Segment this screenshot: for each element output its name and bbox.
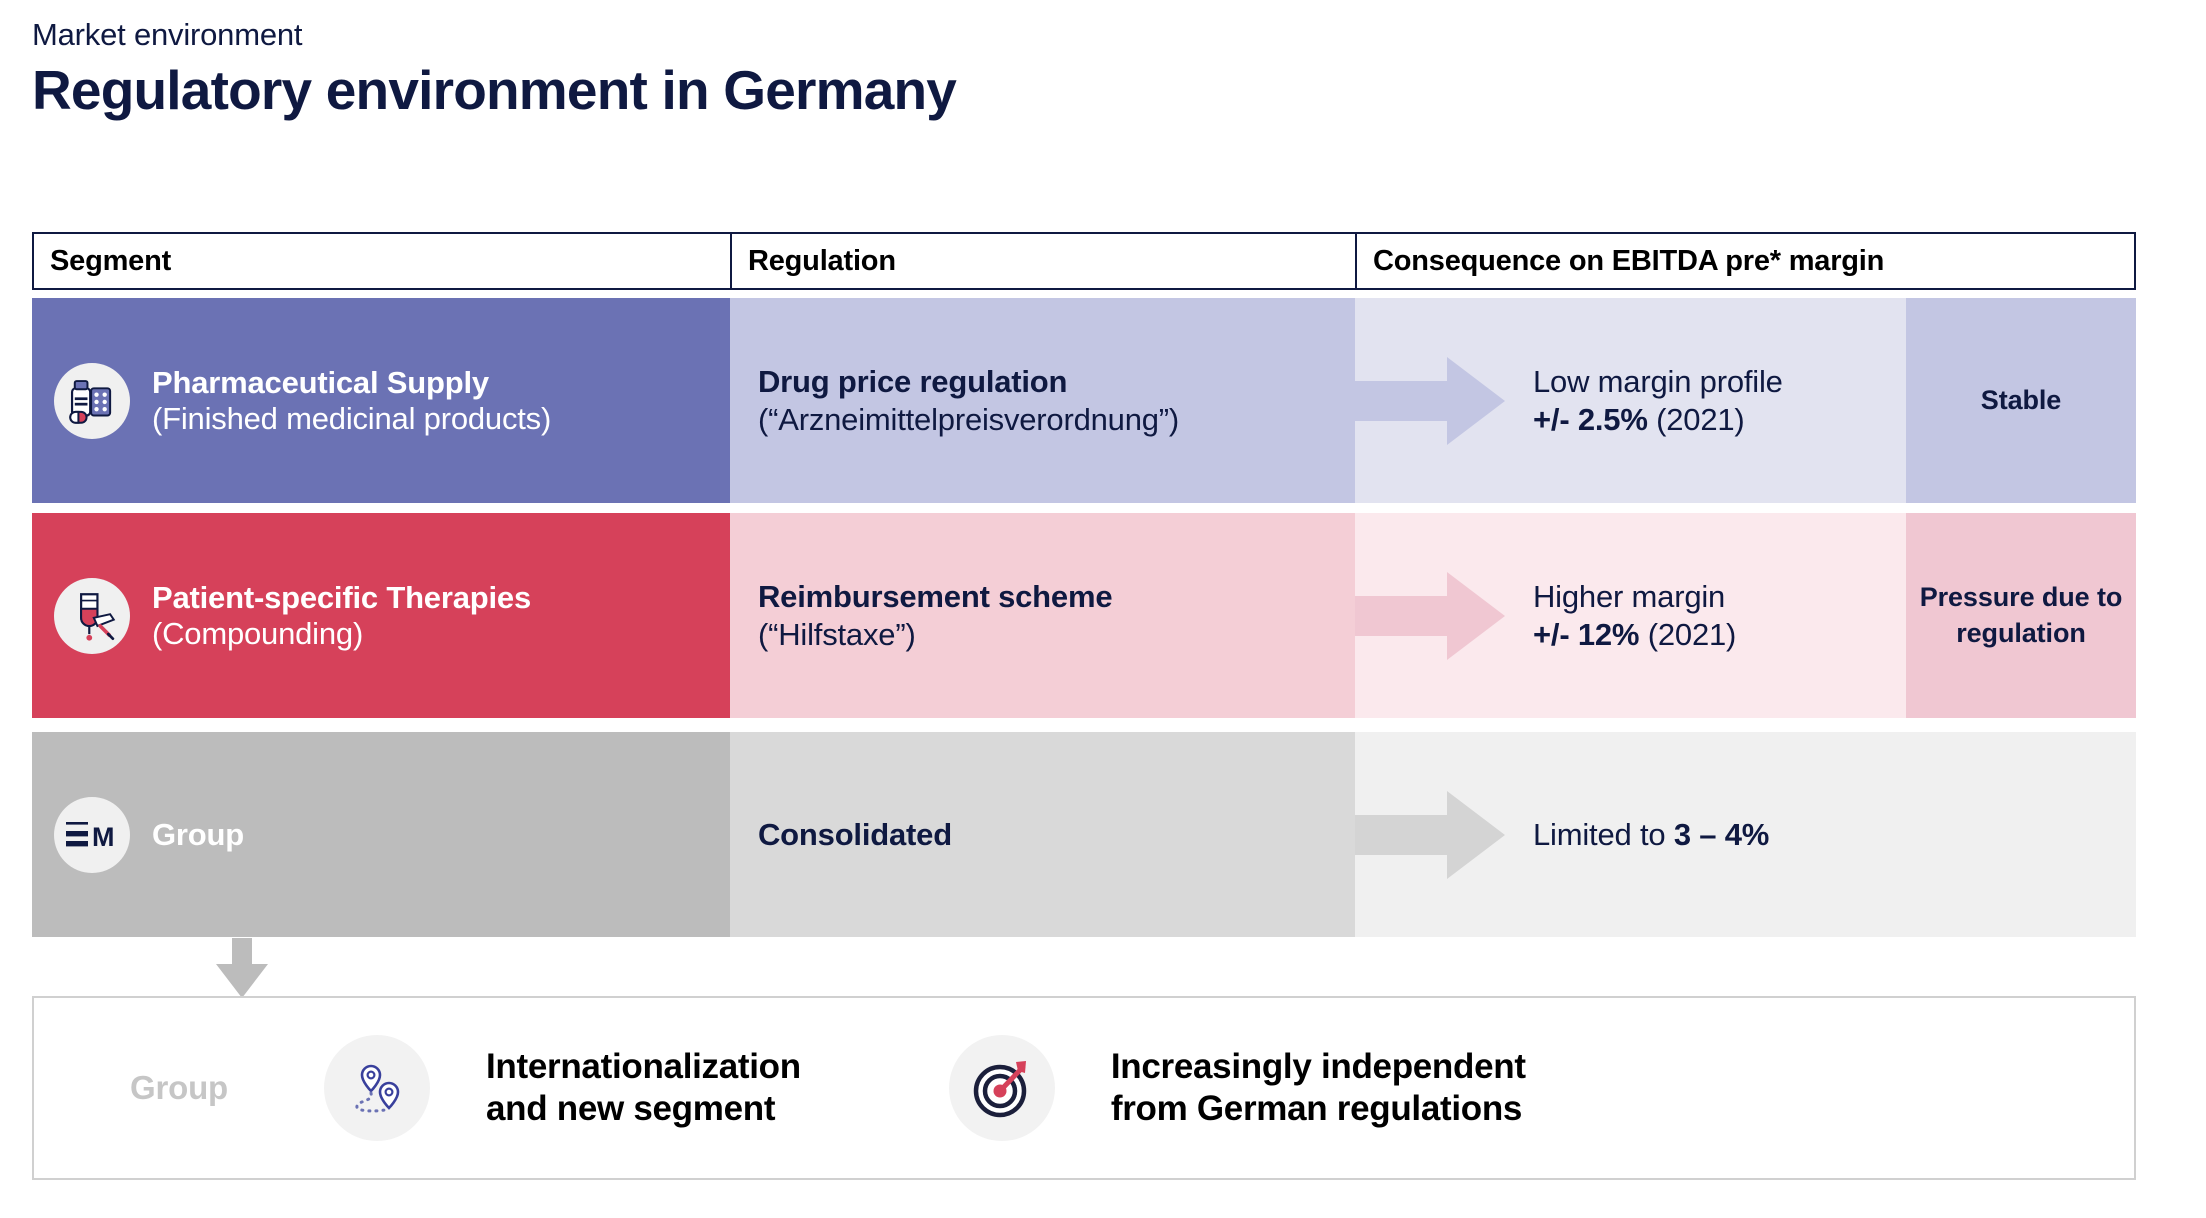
footer-item-independence: Increasingly independent from German reg… — [948, 1035, 1526, 1141]
table-row: Patient-specific Therapies (Compounding)… — [32, 513, 2136, 718]
status-cell-pressure: Pressure due to regulation — [1906, 513, 2136, 718]
footer-item-line-1: Increasingly independent — [1110, 1047, 1526, 1086]
segment-title: Pharmaceutical Supply — [152, 364, 489, 400]
segment-text: Group — [152, 817, 244, 853]
consequence-value: 3 – 4% — [1673, 816, 1770, 852]
segment-title: Group — [152, 816, 244, 852]
consequence-prefix: Limited to — [1533, 816, 1674, 852]
footer-item-internationalization: Internationalization and new segment — [324, 1035, 801, 1141]
group-outlook-box: Group Internationalization and new segme… — [32, 996, 2136, 1180]
footer-item-line-2: from German regulations — [1110, 1089, 1523, 1128]
consequence-value: +/- 12% — [1533, 616, 1640, 652]
consequence-text: Higher margin +/- 12% (2021) — [1533, 578, 1736, 654]
status-cell-stable: Stable — [1906, 298, 2136, 503]
regulation-cell-consolidated: Consolidated — [730, 732, 1355, 937]
consequence-text: Low margin profile +/- 2.5% (2021) — [1533, 363, 1783, 439]
down-arrow-icon — [216, 938, 268, 998]
regulation-subtitle: (“Arzneimittelpreisverordnung”) — [758, 401, 1180, 437]
segment-cell-group: M Group — [32, 732, 730, 937]
regulation-table: Segment Regulation Consequence on EBITDA… — [32, 232, 2136, 937]
footer-item-line-1: Internationalization — [486, 1047, 801, 1086]
segment-text: Pharmaceutical Supply (Finished medicina… — [152, 365, 551, 436]
right-arrow-icon — [1355, 356, 1505, 445]
consequence-line-1: Higher margin — [1533, 578, 1726, 614]
map-pins-route-icon — [324, 1035, 430, 1141]
segment-subtitle: (Finished medicinal products) — [152, 400, 552, 436]
consequence-cell-patient-specific-therapies: Higher margin +/- 12% (2021) — [1355, 513, 1906, 718]
segment-cell-pharmaceutical-supply: Pharmaceutical Supply (Finished medicina… — [32, 298, 730, 503]
regulation-title: Consolidated — [758, 816, 952, 852]
segment-title: Patient-specific Therapies — [152, 579, 531, 615]
consequence-year: (2021) — [1647, 616, 1737, 652]
segment-cell-patient-specific-therapies: Patient-specific Therapies (Compounding) — [32, 513, 730, 718]
consequence-year: (2021) — [1656, 401, 1745, 437]
target-dart-icon — [948, 1035, 1055, 1141]
regulation-title: Reimbursement scheme — [758, 579, 1113, 615]
segment-subtitle: (Compounding) — [152, 615, 364, 651]
footer-item-line-2: and new segment — [486, 1089, 776, 1128]
column-header-regulation: Regulation — [732, 234, 1357, 288]
eyebrow-label: Market environment — [32, 17, 303, 52]
footer-item-label: Internationalization and new segment — [486, 1046, 801, 1130]
regulation-cell-reimbursement-scheme: Reimbursement scheme (“Hilfstaxe”) — [730, 513, 1355, 718]
iv-bag-syringe-icon — [54, 577, 130, 654]
regulation-cell-drug-price: Drug price regulation (“Arzneimittelprei… — [730, 298, 1355, 503]
right-arrow-icon — [1355, 571, 1505, 660]
segment-text: Patient-specific Therapies (Compounding) — [152, 580, 531, 651]
svg-text:M: M — [92, 822, 115, 852]
consequence-value: +/- 2.5% — [1533, 401, 1648, 437]
status-badge: Stable — [1980, 384, 2062, 415]
footer-group-label: Group — [130, 1069, 228, 1106]
regulation-title: Drug price regulation — [758, 364, 1068, 400]
right-arrow-icon — [1355, 790, 1505, 879]
status-badge: Pressure due to regulation — [1919, 582, 2123, 648]
table-header-row: Segment Regulation Consequence on EBITDA… — [32, 232, 2136, 290]
consequence-cell-pharmaceutical-supply: Low margin profile +/- 2.5% (2021) — [1355, 298, 1906, 503]
page-title: Regulatory environment in Germany — [32, 59, 957, 121]
company-m-logo-icon: M — [54, 796, 130, 873]
consequence-text: Limited to 3 – 4% — [1533, 816, 1769, 854]
table-row: Pharmaceutical Supply (Finished medicina… — [32, 298, 2136, 503]
column-header-consequence: Consequence on EBITDA pre* margin — [1373, 244, 1885, 277]
medicine-bottle-icon — [54, 362, 130, 439]
footer-item-label: Increasingly independent from German reg… — [1111, 1046, 1526, 1130]
consequence-cell-group: Limited to 3 – 4% — [1355, 732, 2136, 937]
regulation-subtitle: (“Hilfstaxe”) — [758, 616, 916, 652]
consequence-line-1: Low margin profile — [1533, 363, 1783, 399]
table-row: M Group Consolidated Limited to 3 – 4% — [32, 732, 2136, 937]
column-header-segment: Segment — [34, 234, 732, 288]
